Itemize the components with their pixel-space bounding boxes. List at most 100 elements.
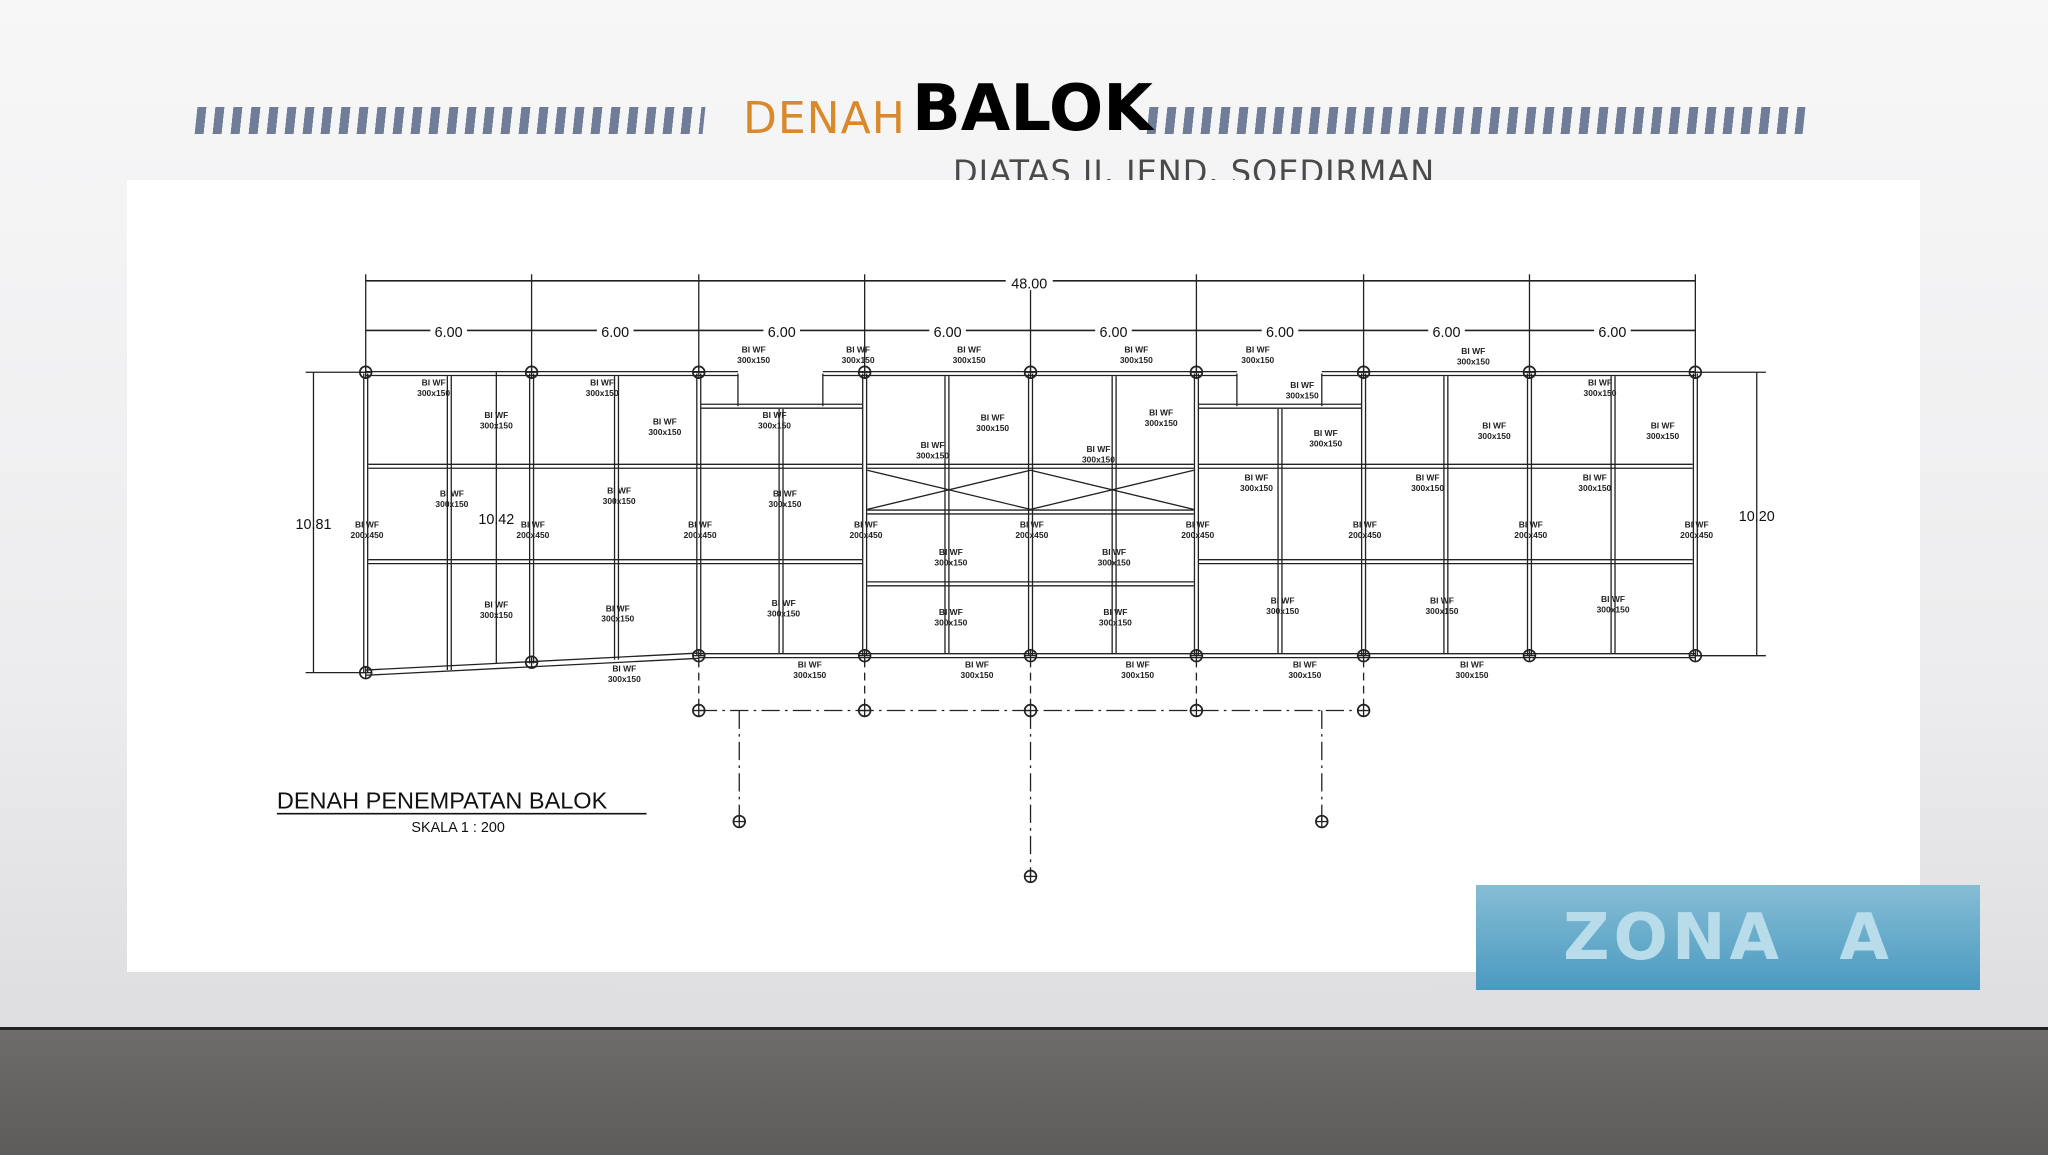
beam-label-type: BI WF: [1588, 377, 1612, 387]
beam-label-type: BI WF: [1430, 595, 1454, 605]
beam-label-size: 200x450: [1514, 530, 1547, 540]
beam-label-type: BI WF: [773, 488, 797, 498]
dimension-mask: [1095, 321, 1132, 339]
beam-label-size: 300x150: [934, 618, 967, 628]
dimension-bay: 6.00: [601, 325, 629, 341]
beam-label-type: BI WF: [1314, 428, 1338, 438]
beam-label-size: 300x150: [1288, 670, 1321, 680]
beam-label-size: 300x150: [1120, 355, 1153, 365]
beam-label-size: 300x150: [842, 355, 875, 365]
dimension-mask: [1428, 321, 1465, 339]
beam-label-type: BI WF: [1482, 420, 1506, 430]
beam-label-type: BI WF: [653, 416, 677, 426]
drawing-panel: [127, 180, 1920, 972]
beam-label-type: BI WF: [1293, 659, 1317, 669]
beam-label-size: 300x150: [793, 670, 826, 680]
beam-label-type: BI WF: [965, 659, 989, 669]
beam-label-type: BI WF: [1271, 595, 1295, 605]
dimension-mask: [763, 321, 800, 339]
beam-label-size: 300x150: [1478, 431, 1511, 441]
beam-label-size: 300x150: [1456, 670, 1489, 680]
beam-label-size: 200x450: [1680, 530, 1713, 540]
beam-label-size: 300x150: [1098, 558, 1131, 568]
beam-label-type: BI WF: [798, 659, 822, 669]
beam-label-type: BI WF: [484, 410, 508, 420]
beam-label-size: 200x450: [351, 530, 384, 540]
beam-label-type: BI WF: [1651, 420, 1675, 430]
beam-label-size: 300x150: [480, 420, 513, 430]
dimension-total: 48.00: [1011, 277, 1047, 293]
beam-label-size: 300x150: [960, 670, 993, 680]
beam-label-size: 300x150: [1646, 431, 1679, 441]
beam-label-type: BI WF: [1601, 594, 1625, 604]
beam-label-type: BI WF: [854, 520, 878, 530]
beam-label-size: 300x150: [758, 420, 791, 430]
beam-label-type: BI WF: [939, 607, 963, 617]
beam-label-type: BI WF: [1186, 520, 1210, 530]
beam-label-type: BI WF: [846, 345, 870, 355]
beam-label-type: BI WF: [1103, 607, 1127, 617]
beam-label-type: BI WF: [1519, 520, 1543, 530]
title-prefix: DENAH: [743, 93, 906, 144]
beam-label-type: BI WF: [606, 603, 630, 613]
beam-label-size: 200x450: [1015, 530, 1048, 540]
beam-label-type: BI WF: [521, 520, 545, 530]
beam-label-type: BI WF: [957, 345, 981, 355]
beam-label-type: BI WF: [772, 598, 796, 608]
beam-label-size: 300x150: [601, 614, 634, 624]
beam-label-size: 300x150: [603, 496, 636, 506]
beam-label-type: BI WF: [981, 413, 1005, 423]
beam-label-type: BI WF: [607, 486, 631, 496]
beam-label-size: 300x150: [1286, 390, 1319, 400]
dimension-bay: 6.00: [768, 325, 796, 341]
dimension-height-inner: 10.42: [478, 512, 514, 528]
beam-label-type: BI WF: [1124, 345, 1148, 355]
beam-label-type: BI WF: [1020, 520, 1044, 530]
dimension-mask: [1005, 271, 1053, 290]
beam-label-size: 300x150: [417, 388, 450, 398]
beam-label-size: 300x150: [1099, 618, 1132, 628]
beam-label-type: BI WF: [1290, 380, 1314, 390]
beam-label-size: 300x150: [953, 355, 986, 365]
zone-badge: ZONA A: [1476, 885, 1980, 990]
beam-label-size: 200x450: [1181, 530, 1214, 540]
beam-label-size: 300x150: [976, 423, 1009, 433]
dimension-bay: 6.00: [1433, 325, 1461, 341]
beam-label-type: BI WF: [921, 440, 945, 450]
beam-label-size: 300x150: [737, 355, 770, 365]
dimension-bay: 6.00: [1266, 325, 1294, 341]
beam-label-size: 300x150: [1240, 483, 1273, 493]
beam-label-size: 300x150: [1597, 605, 1630, 615]
beam-label-size: 300x150: [1082, 454, 1115, 464]
floor-background: [0, 1027, 2048, 1155]
beam-label-type: BI WF: [939, 547, 963, 557]
beam-label-size: 300x150: [767, 608, 800, 618]
zone-badge-label: ZONA A: [1563, 900, 1893, 975]
dimension-mask: [1594, 321, 1631, 339]
beam-label-type: BI WF: [1126, 659, 1150, 669]
beam-label-size: 300x150: [916, 450, 949, 460]
beam-label-type: BI WF: [484, 599, 508, 609]
beam-label-size: 300x150: [1584, 388, 1617, 398]
beam-label-type: BI WF: [1416, 473, 1440, 483]
beam-label-size: 300x150: [768, 499, 801, 509]
beam-label-size: 300x150: [934, 558, 967, 568]
beam-label-type: BI WF: [422, 377, 446, 387]
beam-label-size: 300x150: [1425, 606, 1458, 616]
beam-label-type: BI WF: [1086, 444, 1110, 454]
beam-label-type: BI WF: [1102, 547, 1126, 557]
dimension-mask: [929, 321, 966, 339]
beam-label-type: BI WF: [1246, 345, 1270, 355]
beam-label-size: 300x150: [435, 499, 468, 509]
beam-label-size: 200x450: [516, 530, 549, 540]
dimension-height-right: 10.20: [1739, 509, 1775, 525]
dimension-mask: [430, 321, 467, 339]
beam-label-type: BI WF: [1353, 520, 1377, 530]
beam-label-type: BI WF: [763, 410, 787, 420]
beam-label-size: 300x150: [480, 610, 513, 620]
beam-label-size: 200x450: [684, 530, 717, 540]
beam-label-size: 300x150: [608, 674, 641, 684]
title-main: BALOK: [912, 72, 1153, 146]
dimension-bay: 6.00: [1099, 325, 1127, 341]
beam-label-type: BI WF: [612, 663, 636, 673]
